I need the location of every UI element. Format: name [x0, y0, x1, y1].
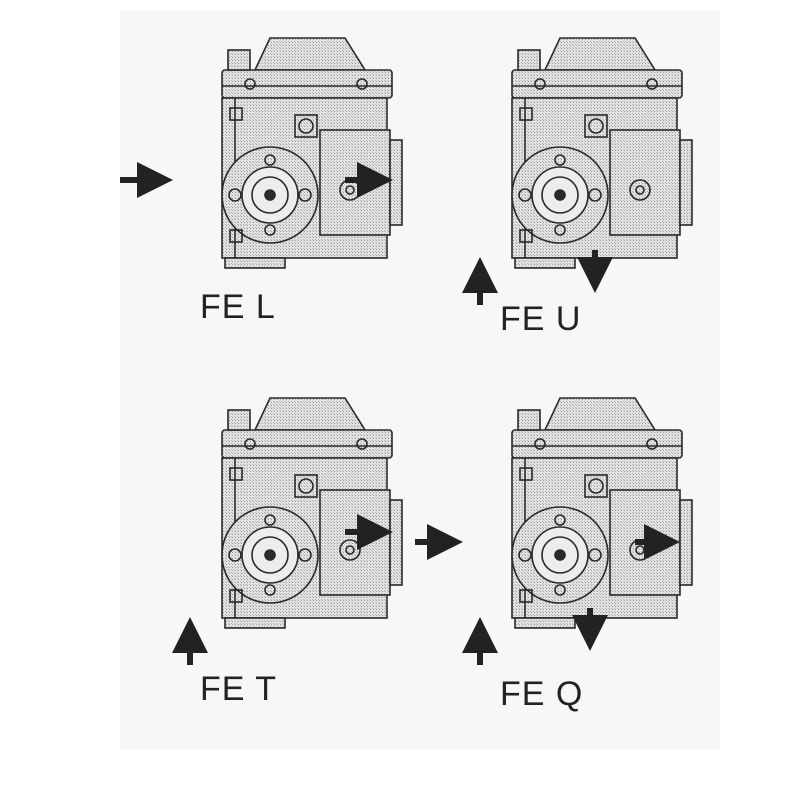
variant-fe-t: FE T: [110, 390, 470, 730]
variant-label: FE Q: [500, 675, 584, 713]
variant-label: FE T: [200, 670, 278, 708]
regulator-fe-t-drawing: [172, 397, 403, 665]
variant-fe-q: FE Q: [400, 390, 760, 730]
variant-label: FE U: [500, 300, 582, 338]
variant-fe-l: FE L: [110, 30, 470, 370]
variant-fe-u: FE U: [400, 30, 760, 370]
variant-label: FE L: [200, 288, 276, 326]
regulator-fe-q-drawing: [415, 397, 693, 665]
regulator-fe-u-drawing: [462, 37, 693, 305]
regulator-fe-l-drawing: [120, 37, 403, 269]
